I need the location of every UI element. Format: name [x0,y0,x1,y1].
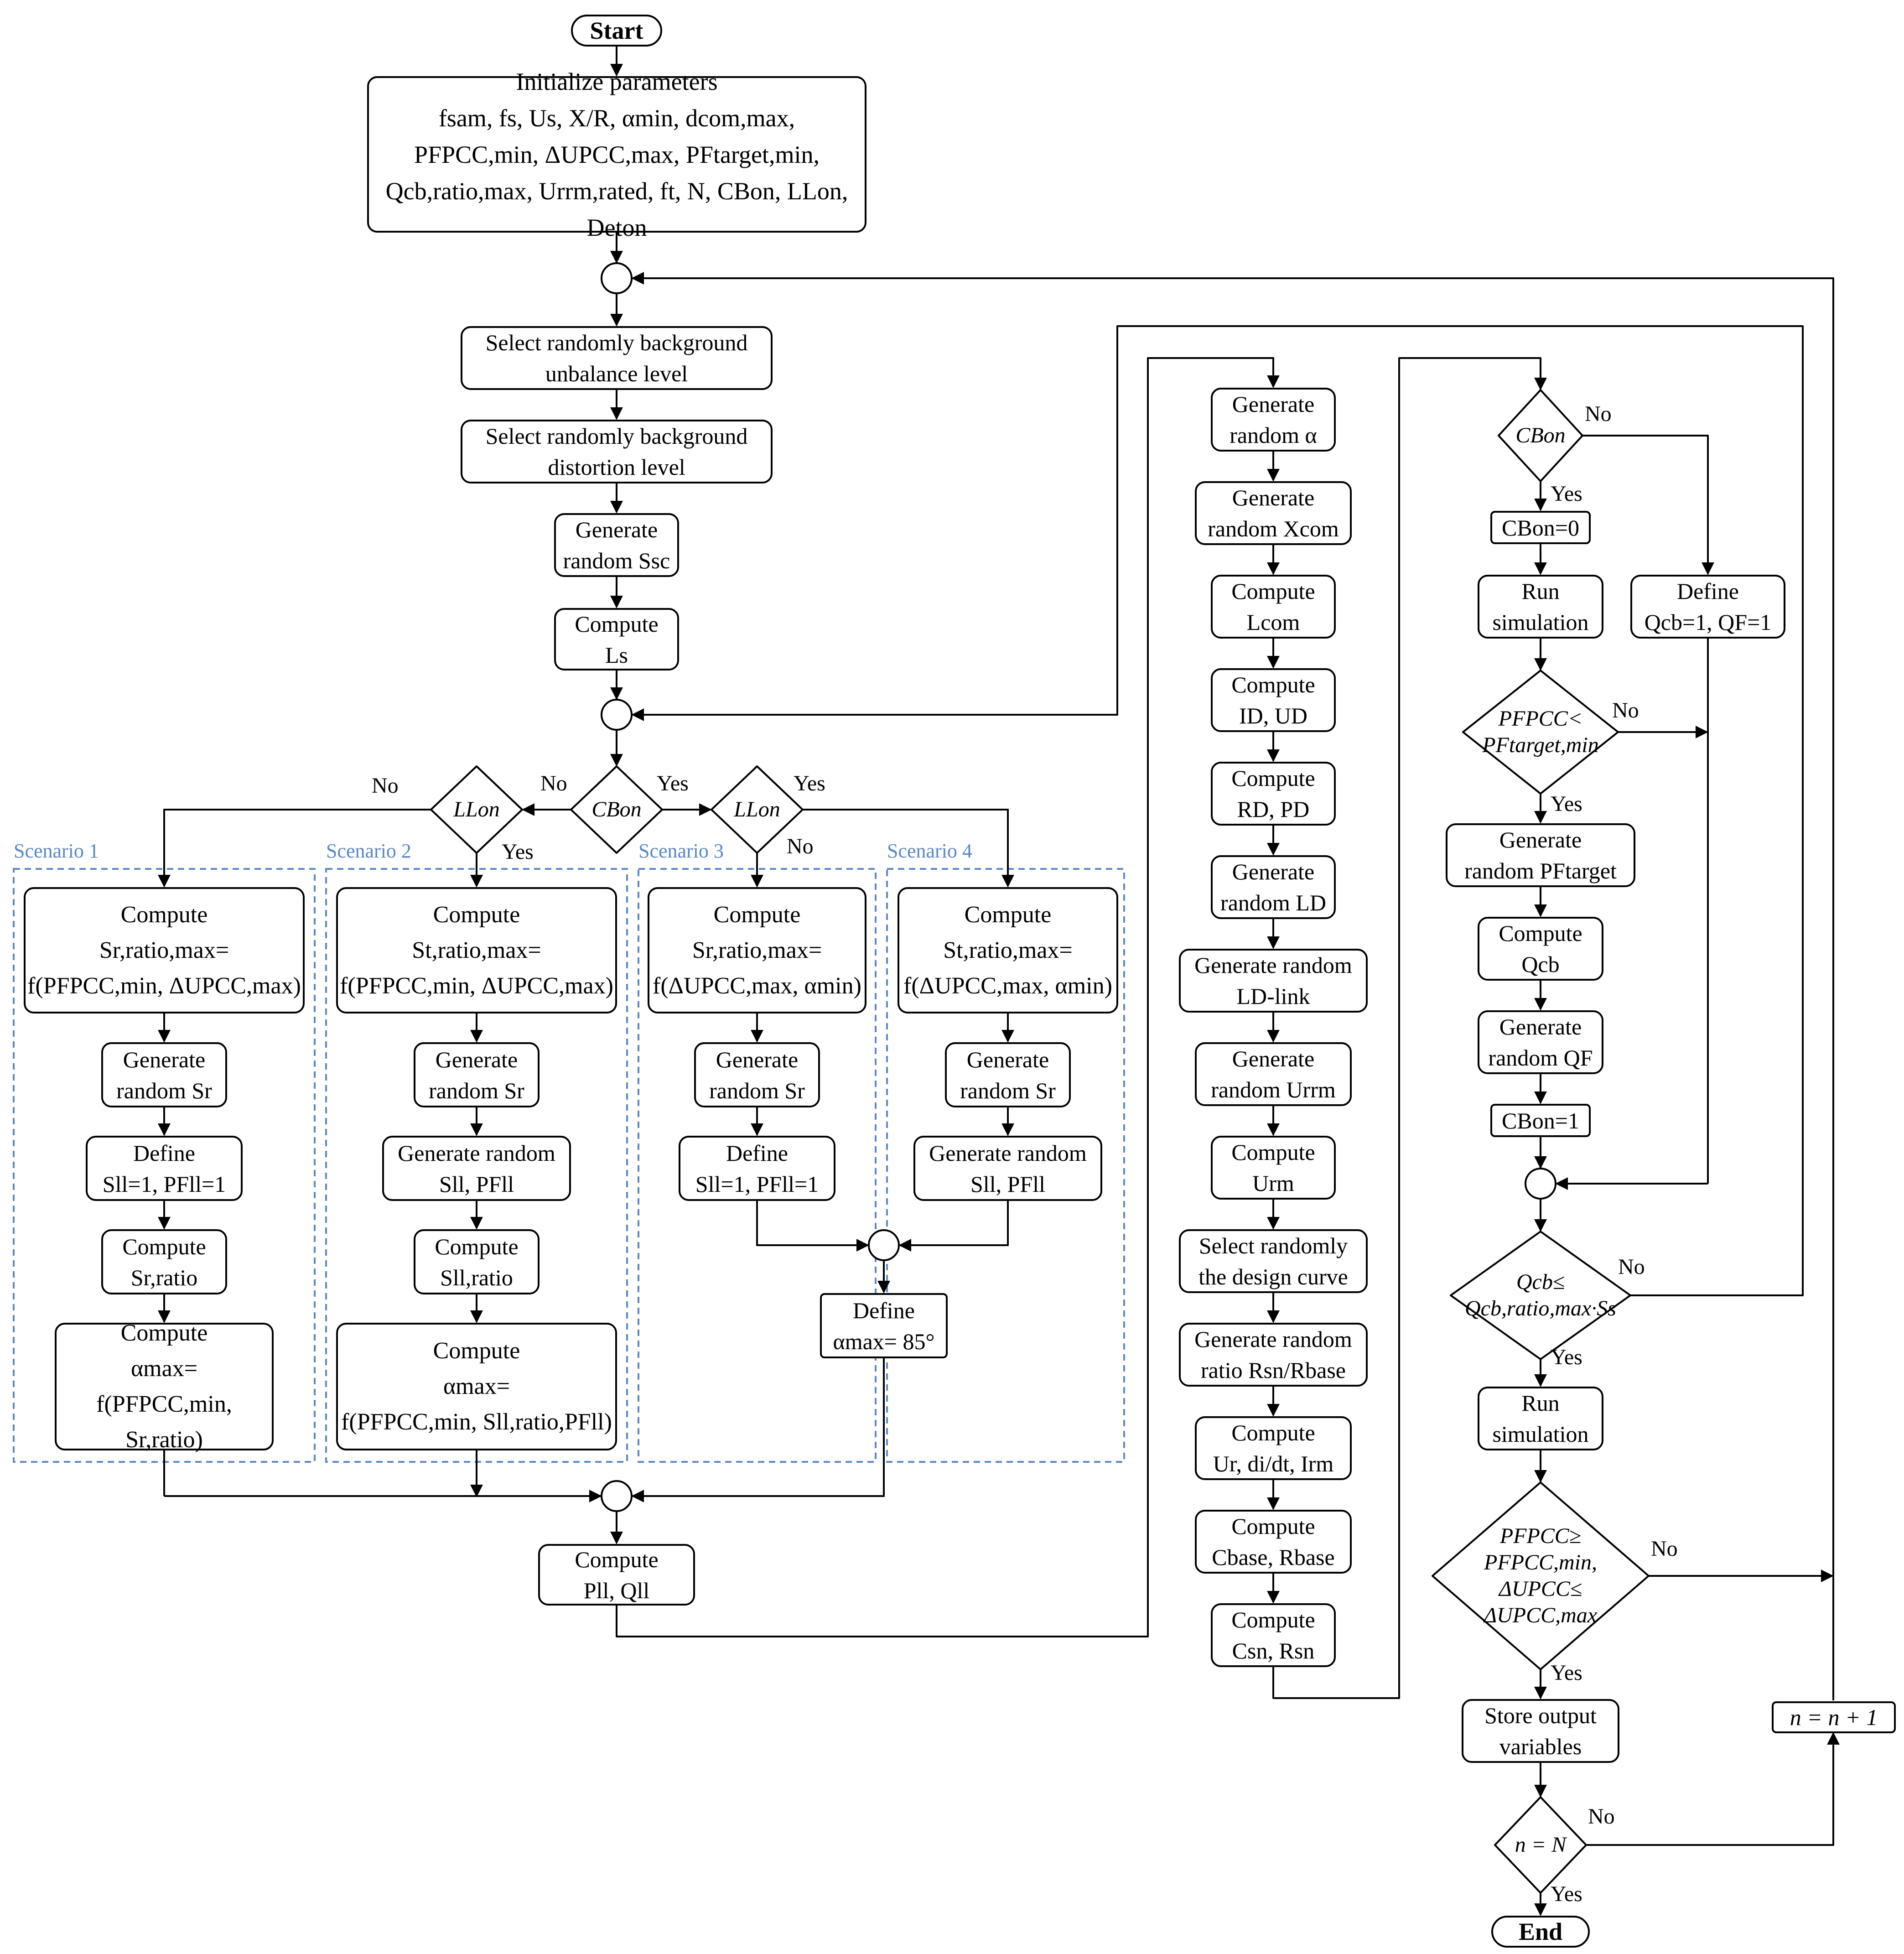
s1-compute-sr-ratio-max: Compute Sr,ratio,max= f(PFPCC,min, ΔUPCC… [24,887,305,1013]
n-check-decision: n = N [1515,1833,1567,1857]
scenario-merge-junction [601,1480,633,1512]
label-cb-yes: Yes [657,771,689,795]
pcc-check-decision: PFPCC≥ PFPCC,min, ΔUPCC≤ ΔUPCC,max [1484,1524,1598,1627]
cb-merge-junction [1525,1168,1556,1200]
s2-compute-sll-ratio: Compute Sll,ratio [414,1229,540,1294]
generate-ssc-box: Generate random Ssc [554,513,679,577]
label-pf-yes: Yes [1551,792,1582,816]
scenario-4-title: Scenario 4 [887,840,972,862]
scenario-3-frame [638,868,877,1463]
label-n-no: No [1588,1804,1615,1829]
mid-compute-lcom: Compute Lcom [1211,575,1336,639]
label-qcb-no: No [1618,1255,1645,1279]
s1-generate-sr: Generate random Sr [101,1042,227,1107]
s3-generate-sr: Generate random Sr [694,1042,820,1107]
cb-on-zero-box: CBon=0 [1490,511,1591,544]
mid-compute-csn-rsn: Compute Csn, Rsn [1211,1603,1336,1667]
generate-pf-target-box: Generate random PFtarget [1446,823,1635,887]
s2-generate-sll: Generate random Sll, PFll [382,1136,571,1201]
generate-qf-box: Generate random QF [1478,1010,1603,1074]
scenario-4-frame [886,868,1125,1463]
pf-check-decision: PFPCC< PFtarget,min [1482,707,1599,757]
label-qcb-yes: Yes [1551,1345,1582,1369]
cb-on-decision: CBon [591,797,642,821]
end-terminal: End [1491,1916,1590,1948]
mid-select-design-curve: Select randomly the design curve [1179,1229,1368,1293]
scenario-1-title: Scenario 1 [14,840,99,862]
s34-junction [868,1229,900,1261]
select-unbalance-box: Select randomly background unbalance lev… [461,326,773,390]
s3-define-sll: Define Sll=1, PFll=1 [679,1136,835,1201]
s3-compute-sr-ratio-max: Compute Sr,ratio,max= f(ΔUPCC,max, αmin) [648,887,866,1013]
initialize-parameters-box: Initialize parameters fsam, fs, Us, X/R,… [367,68,866,241]
compute-qcb-box: Compute Qcb [1478,917,1603,981]
start-terminal: Start [571,15,662,47]
s1-define-sll: Define Sll=1, PFll=1 [86,1136,243,1201]
mid-compute-rd-pd: Compute RD, PD [1211,762,1336,826]
mid-generate-xcom: Generate random Xcom [1195,481,1352,545]
label-ll-left-no: No [372,774,399,798]
ll-on-right-decision: LLon [734,797,780,821]
s1-compute-sr-ratio: Compute Sr,ratio [101,1229,227,1294]
mid-compute-urm: Compute Urm [1211,1136,1336,1200]
s2-compute-st-ratio-max: Compute St,ratio,max= f(PFPCC,min, ΔUPCC… [336,887,617,1013]
loop-junction [601,262,633,294]
compute-pll-box: Compute Pll, Qll [538,1544,695,1606]
label-cb-right-yes: Yes [1551,482,1582,506]
n-increment-box: n = n + 1 [1772,1701,1896,1733]
label-ll-right-no: No [787,834,814,858]
mid-generate-ld: Generate random LD [1211,855,1336,919]
label-pcc-yes: Yes [1551,1661,1582,1685]
s4-generate-sr: Generate random Sr [945,1042,1071,1107]
label-pf-no: No [1612,698,1639,722]
run-simulation-2-box: Run simulation [1478,1387,1603,1450]
mid-generate-alpha: Generate random α [1211,388,1336,452]
s4-compute-st-ratio-max: Compute St,ratio,max= f(ΔUPCC,max, αmin) [898,887,1118,1013]
s2-compute-alpha-max: Compute αmax= f(PFPCC,min, Sll,ratio,PFl… [336,1323,617,1450]
mid-compute-ur-didt-irm: Compute Ur, di/dt, Irm [1195,1416,1352,1480]
mid-generate-urrm: Generate random Urrm [1195,1042,1352,1106]
label-cb-no: No [540,771,567,795]
label-n-yes: Yes [1551,1882,1582,1906]
cb-on-one-box: CBon=1 [1490,1104,1591,1137]
define-alpha-max-85: Define αmax= 85° [820,1293,948,1358]
cb-on-right-decision: CBon [1515,423,1566,447]
cb-junction [601,699,633,731]
s1-compute-alpha-max: Compute αmax= f(PFPCC,min, Sr,ratio) [55,1320,274,1453]
s4-generate-sll: Generate random Sll, PFll [913,1136,1102,1201]
mid-generate-ld-link: Generate random LD-link [1179,949,1368,1013]
label-cb-right-no: No [1585,402,1612,426]
label-ll-right-yes: Yes [794,771,825,795]
label-ll-left-yes: Yes [502,840,534,864]
ll-on-left-decision: LLon [453,797,500,821]
select-distortion-box: Select randomly background distortion le… [461,420,773,483]
store-output-box: Store output variables [1462,1699,1619,1763]
scenario-3-title: Scenario 3 [638,840,724,862]
run-simulation-1-box: Run simulation [1478,575,1603,639]
s2-generate-sr: Generate random Sr [414,1042,540,1107]
mid-compute-cbase-rbase: Compute Cbase, Rbase [1195,1510,1352,1574]
qcb-check-decision: Qcb≤ Qcb,ratio,max·Ss [1465,1270,1616,1320]
scenario-2-title: Scenario 2 [326,840,411,862]
compute-ls-box: Compute Ls [554,608,679,670]
label-pcc-no: No [1651,1537,1678,1561]
cb-on-diamond [570,765,663,854]
mid-compute-id-ud: Compute ID, UD [1211,668,1336,732]
define-qcb-qf-box: Define Qcb=1, QF=1 [1630,575,1785,639]
mid-generate-rsn-ratio: Generate random ratio Rsn/Rbase [1179,1323,1368,1387]
